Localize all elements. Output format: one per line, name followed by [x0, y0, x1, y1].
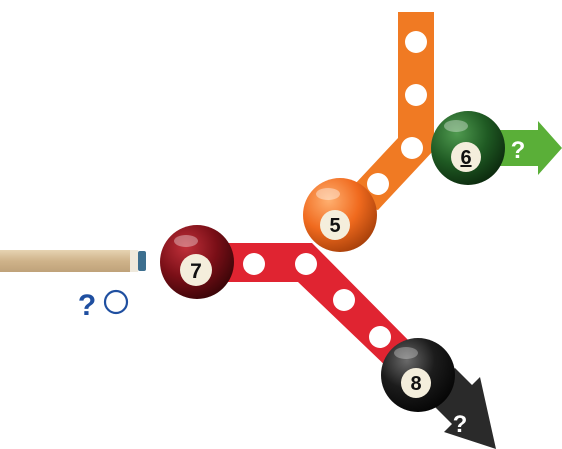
red-track — [215, 243, 418, 372]
orange-track — [340, 12, 434, 210]
cue-stick — [0, 250, 146, 272]
track-dot — [333, 289, 355, 311]
ball-5-number: 5 — [329, 215, 340, 237]
ball-7-number: 7 — [190, 260, 202, 283]
track-dot — [295, 253, 317, 275]
ball-5: 5 — [303, 178, 377, 252]
cue-question-mark: ? — [78, 289, 96, 322]
ball-6: 6 — [431, 111, 505, 185]
track-dot — [367, 173, 389, 195]
ball-8-number: 8 — [410, 373, 421, 395]
circle-outline-icon — [105, 291, 127, 313]
track-dot — [243, 253, 265, 275]
ball-7: 7 — [160, 225, 234, 299]
ball-6-number: 6 — [460, 147, 471, 169]
dark-arrow-question-label: ? — [453, 411, 468, 438]
green-arrow-question-label: ? — [511, 137, 526, 164]
track-dot — [401, 137, 423, 159]
track-dot — [405, 31, 427, 53]
ball-8: 8 — [381, 338, 455, 412]
track-dot — [405, 84, 427, 106]
track-dot — [369, 326, 391, 348]
cue-unknown-indicator: ? — [78, 289, 127, 322]
